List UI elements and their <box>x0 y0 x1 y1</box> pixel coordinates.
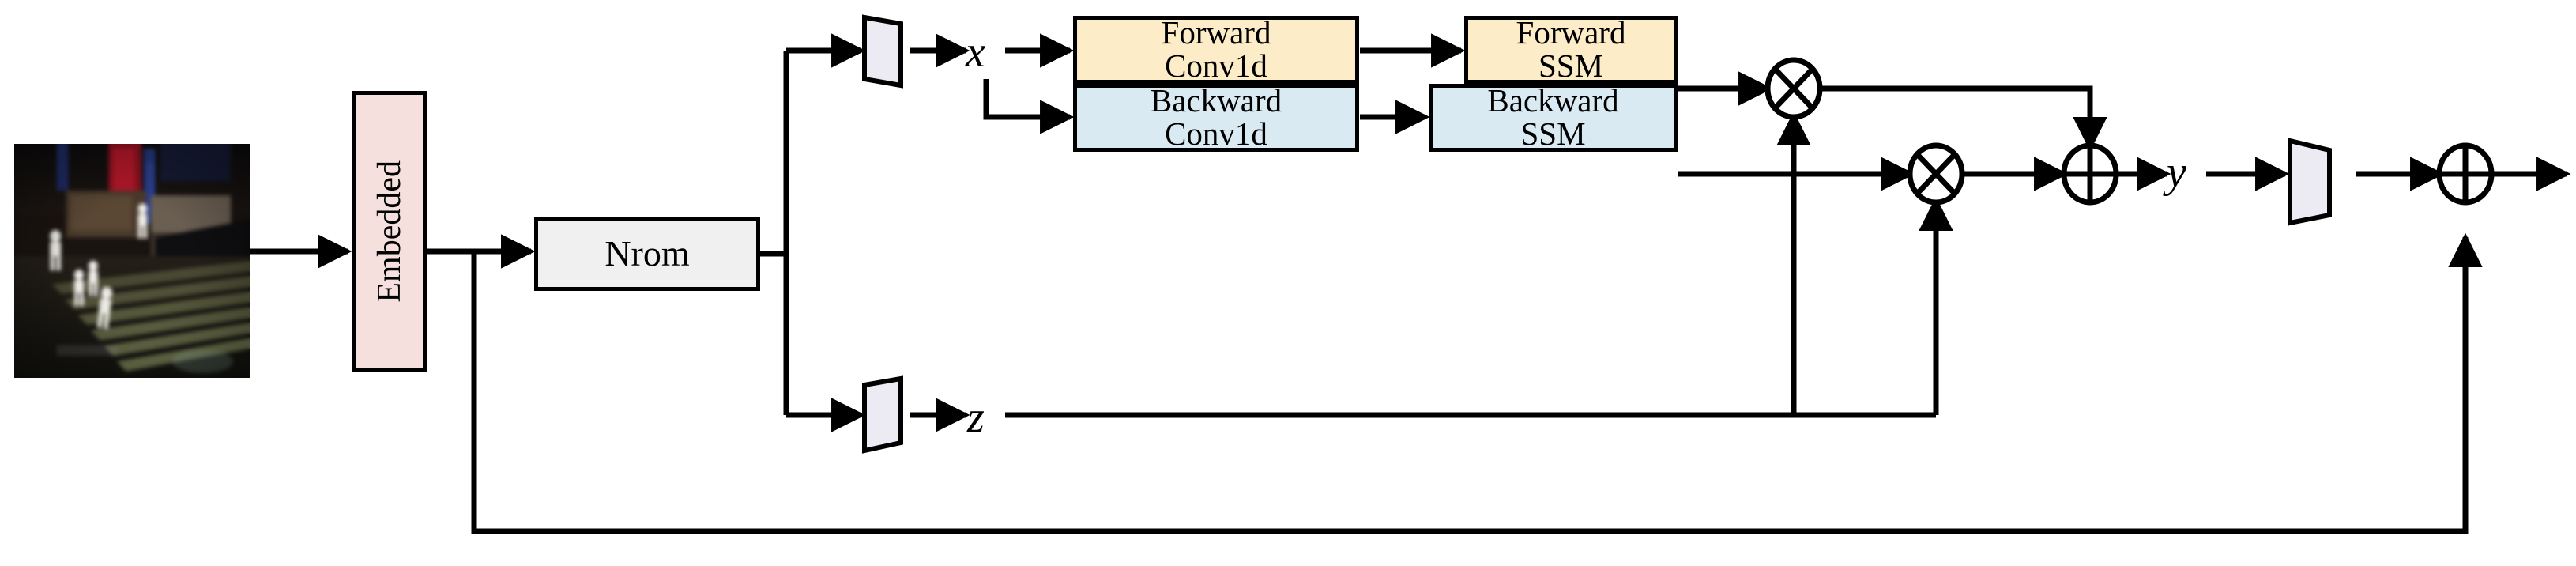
projection-x-shape <box>862 14 903 89</box>
block-backward-ssm[interactable]: Backward SSM <box>1429 84 1678 152</box>
operator-add-branches <box>2061 142 2119 206</box>
block-forward-conv1d[interactable]: Forward Conv1d <box>1073 16 1359 84</box>
block-forward-conv1d-label-line1: Forward <box>1161 14 1271 51</box>
operator-mul-backward <box>1907 142 1965 206</box>
block-forward-conv1d-label-line2: Conv1d <box>1165 47 1267 84</box>
block-norm-label: Nrom <box>604 232 690 274</box>
block-forward-ssm[interactable]: Forward SSM <box>1464 16 1678 84</box>
signal-label-z: z <box>967 393 985 442</box>
input-frame-thumbnail <box>14 144 250 378</box>
block-embedded[interactable]: Embedded <box>352 91 427 372</box>
block-forward-ssm-label-line1: Forward <box>1516 14 1626 51</box>
edge-x-to-backward-conv <box>983 79 1075 134</box>
operator-mul-forward <box>1764 57 1823 120</box>
signal-label-y: y <box>2167 148 2186 197</box>
operator-add-residual <box>2436 142 2495 206</box>
block-backward-conv1d-label-line2: Conv1d <box>1165 115 1267 152</box>
edge-residual-skip <box>471 232 2483 534</box>
signal-label-x: x <box>966 28 985 77</box>
block-norm[interactable]: Nrom <box>534 217 760 291</box>
projection-out-shape <box>2288 138 2332 226</box>
block-backward-ssm-label-line1: Backward <box>1487 82 1619 119</box>
edge-mulf-to-add <box>1820 85 2107 152</box>
block-forward-ssm-label-line2: SSM <box>1538 47 1604 84</box>
block-backward-ssm-label-line2: SSM <box>1520 115 1586 152</box>
block-backward-conv1d-label-line1: Backward <box>1150 82 1282 119</box>
projection-z-shape <box>862 375 903 454</box>
block-backward-conv1d[interactable]: Backward Conv1d <box>1073 84 1359 152</box>
block-embedded-label: Embedded <box>371 160 408 303</box>
